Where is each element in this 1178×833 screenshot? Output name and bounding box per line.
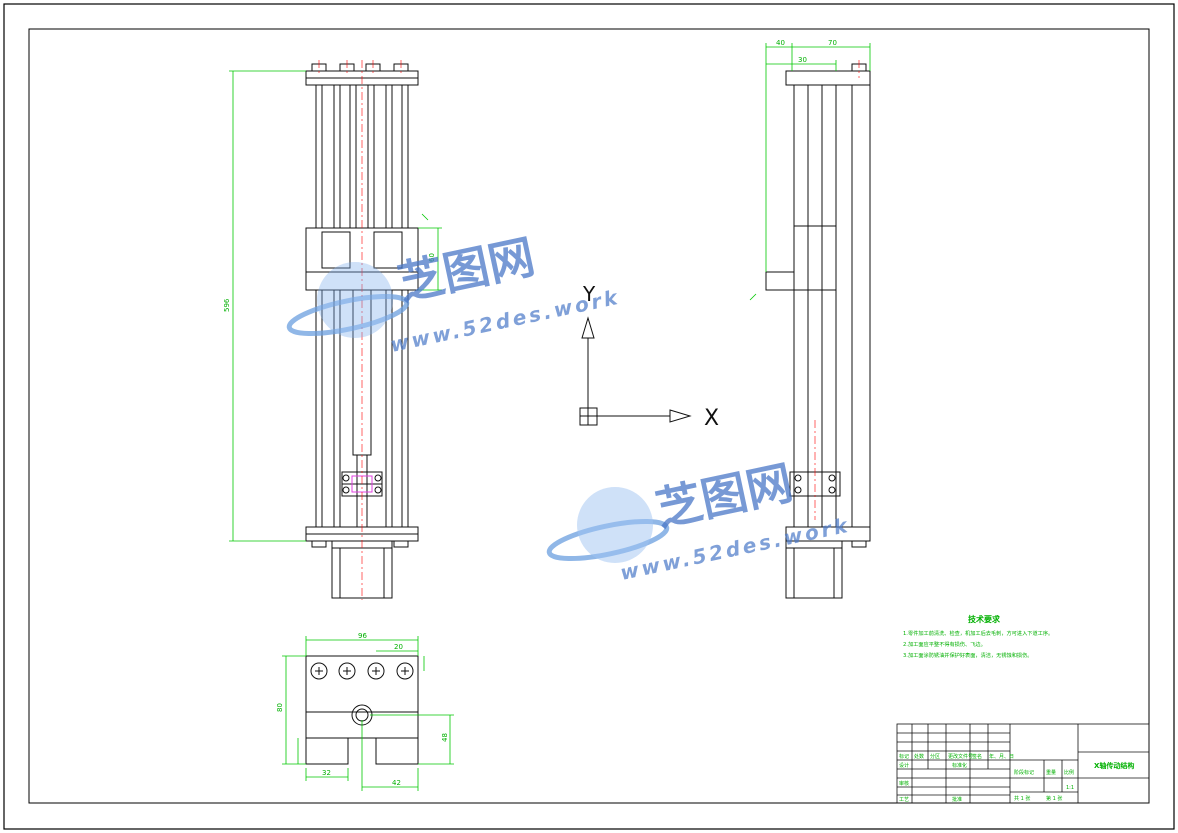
title-block — [896, 723, 1150, 804]
ucs-x-label: X — [704, 406, 719, 431]
top-dimensions — [282, 636, 454, 791]
tb-designer: 设计 — [899, 762, 909, 769]
tech-requirement-1: 1.零件加工前清洗、检查，机加工后去毛刺，方可进入下道工序。 — [903, 629, 1053, 637]
tb-scale: 比例 — [1064, 769, 1074, 776]
watermark-logo-lower — [546, 487, 670, 563]
top-dim-bottom-b: 42 — [392, 779, 401, 787]
inner-border — [28, 28, 1150, 804]
tb-approve: 批准 — [952, 796, 962, 803]
tb-sheet-no: 第 1 张 — [1046, 795, 1062, 802]
outer-border — [3, 3, 1175, 830]
tb-zone: 分区 — [930, 753, 940, 760]
top-dim-bottom-a: 32 — [322, 769, 331, 777]
front-height-dimension — [229, 70, 442, 542]
tb-scale-value: 1:1 — [1066, 785, 1074, 791]
side-dim-a: 40 — [776, 39, 785, 47]
top-dim-right: 48 — [441, 733, 449, 742]
ucs-y-label: Y — [582, 282, 596, 306]
tb-count: 处数 — [914, 753, 924, 760]
front-height-label: 596 — [223, 298, 231, 312]
tb-standardize: 标准化 — [952, 762, 967, 769]
side-centerlines — [814, 60, 860, 520]
tb-weight: 重量 — [1046, 769, 1056, 776]
top-dim-height: 80 — [276, 703, 284, 712]
top-dim-pitch: 20 — [394, 643, 403, 651]
tb-process: 工艺 — [899, 797, 909, 803]
tb-stage-mark: 阶段标记 — [1014, 769, 1034, 776]
title-block-text: 标记 处数 分区 更改文件号 签名 年、月、日 设计 标准化 审核 工艺 批准 … — [899, 753, 1074, 803]
tech-requirement-3: 3.加工面涂防锈油并保护好表面，清洁，无锈蚀和损伤。 — [903, 651, 1032, 659]
watermark-logo-upper — [286, 262, 410, 338]
tb-date: 年、月、日 — [989, 753, 1014, 760]
drawing-name: X轴传动结构 — [1094, 761, 1134, 770]
side-view — [765, 63, 871, 599]
tb-review: 审核 — [899, 780, 909, 787]
front-block-label: 60 — [428, 253, 436, 262]
watermark-brand-upper: 芝图网 — [393, 229, 539, 311]
tech-requirement-2: 2.加工面应平整不得有损伤、飞边。 — [903, 640, 986, 648]
top-dim-width: 96 — [358, 632, 367, 640]
tech-requirements-title: 技术要求 — [968, 614, 1001, 624]
tb-mark: 标记 — [899, 753, 909, 760]
ucs-icon — [579, 316, 692, 426]
tb-signature: 签名 — [972, 753, 982, 760]
side-dim-b: 70 — [828, 39, 837, 47]
side-dim-c: 30 — [798, 56, 807, 64]
side-dimensions — [749, 43, 871, 301]
tb-total-sheets: 共 1 张 — [1014, 795, 1030, 802]
front-centerlines — [318, 60, 402, 600]
watermark-brand-lower: 芝图网 — [651, 455, 797, 537]
tb-change-doc: 更改文件号 — [948, 753, 973, 760]
